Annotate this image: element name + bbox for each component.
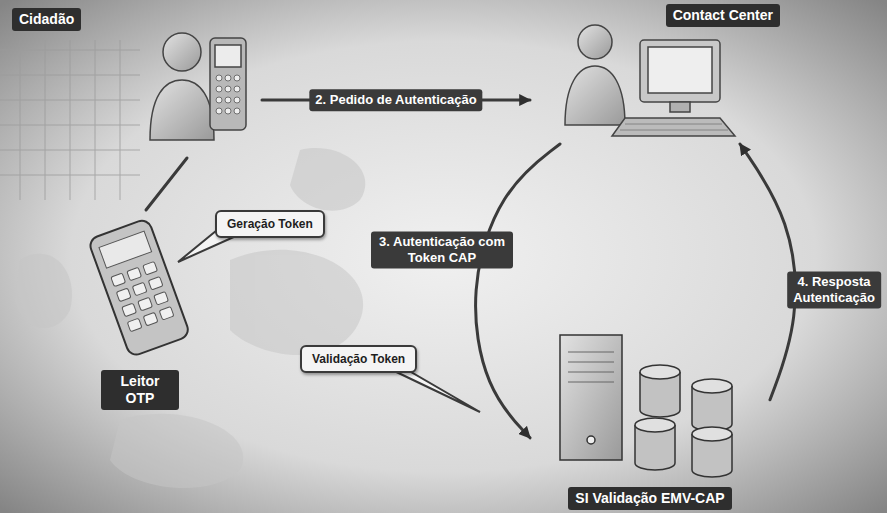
phone-icon xyxy=(234,108,240,114)
otp-reader-icon xyxy=(122,303,137,317)
agent-icon xyxy=(565,66,625,125)
phone-icon xyxy=(216,97,222,103)
phone-icon xyxy=(234,97,240,103)
connector-label: 2. Pedido de Autenticação xyxy=(309,89,482,111)
map-texture xyxy=(15,148,365,488)
computer-icon xyxy=(648,47,712,93)
connector-label: 4. Resposta Autenticação xyxy=(787,271,881,308)
server-icon xyxy=(560,335,622,460)
server-icon xyxy=(568,352,614,382)
phone-icon xyxy=(210,38,246,130)
phone-icon xyxy=(216,108,222,114)
phone-icon xyxy=(234,86,240,92)
citizen-node: Cidadão xyxy=(12,8,262,158)
validation-system-node: SI Validação EMV-CAP xyxy=(530,320,770,510)
node-label: Validação Token xyxy=(312,352,405,366)
callout-box: Validação Token xyxy=(300,345,417,373)
contact-center-node: Contact Center xyxy=(530,4,780,144)
citizen-icon xyxy=(150,33,214,140)
database-icon xyxy=(635,365,732,477)
otp-reader-icon xyxy=(143,312,158,326)
grid-lines xyxy=(120,40,121,200)
server-icon xyxy=(568,352,614,353)
otp-reader-icon xyxy=(99,231,152,268)
citizen-icon xyxy=(150,80,214,140)
phone-icon xyxy=(210,38,246,130)
otp-reader-icon xyxy=(116,288,131,302)
otp-reader-icon xyxy=(148,276,163,290)
otp-reader-icon xyxy=(111,261,174,331)
agent-icon xyxy=(565,25,625,125)
otp-reader-icon xyxy=(127,267,142,281)
node-label: Cidadão xyxy=(12,8,81,31)
database-icon xyxy=(635,418,675,432)
otp-reader-icon xyxy=(159,307,174,321)
otp-reader-icon xyxy=(143,261,158,275)
phone-icon xyxy=(216,86,222,92)
phone-icon xyxy=(225,97,231,103)
phone-icon xyxy=(234,75,240,81)
connector-label-holder: 2. Pedido de Autenticação xyxy=(309,89,482,111)
connector-label-holder: 4. Resposta Autenticação xyxy=(787,271,881,308)
map-texture xyxy=(110,414,243,488)
computer-icon xyxy=(612,118,735,136)
phone-icon xyxy=(225,75,231,81)
server-icon xyxy=(568,382,614,383)
node-label: Geração Token xyxy=(227,217,313,231)
computer-icon xyxy=(620,130,728,131)
otp-reader-icon xyxy=(127,318,142,332)
agent-icon xyxy=(578,25,612,59)
otp-reader-icon xyxy=(138,297,153,311)
callout-box: Geração Token xyxy=(215,210,325,238)
computer-icon xyxy=(670,102,690,112)
map-texture xyxy=(230,250,363,355)
grid-lines xyxy=(95,40,96,200)
phone-icon xyxy=(215,45,241,67)
grid-lines xyxy=(0,40,140,200)
computer-icon xyxy=(625,124,722,125)
otp-reader-icon xyxy=(88,218,191,357)
database-icon xyxy=(692,379,732,393)
database-icon xyxy=(640,365,680,379)
node-label: Leitor OTP xyxy=(101,370,179,410)
otp-reader-icon xyxy=(111,273,126,287)
otp-reader-node: Leitor OTP xyxy=(80,210,200,410)
phone-icon xyxy=(216,75,222,81)
server-icon xyxy=(568,372,614,373)
computer-icon xyxy=(640,40,720,102)
grid-lines xyxy=(45,40,46,200)
connector-label: 3. Autenticação com Token CAP xyxy=(371,231,513,268)
server-icon xyxy=(568,362,614,363)
callout-tail xyxy=(388,368,480,412)
node-label: Contact Center xyxy=(666,4,780,27)
database-icon xyxy=(692,427,732,441)
map-texture xyxy=(15,254,72,328)
computer-icon xyxy=(612,40,735,136)
citizen-icon xyxy=(163,33,201,71)
computer-icon xyxy=(620,124,728,130)
connector-label-holder: 3. Autenticação com Token CAP xyxy=(371,231,513,268)
map-texture xyxy=(290,148,365,211)
otp-reader-icon xyxy=(154,292,169,306)
otp-reader-icon xyxy=(88,218,191,357)
otp-reader-icon xyxy=(132,282,147,296)
server-icon xyxy=(560,335,622,460)
phone-icon xyxy=(216,75,240,114)
server-icon xyxy=(587,436,595,444)
node-label: SI Validação EMV-CAP xyxy=(568,487,731,510)
connector xyxy=(476,144,560,438)
phone-icon xyxy=(225,86,231,92)
phone-icon xyxy=(225,108,231,114)
grid-lines xyxy=(20,40,21,200)
connector xyxy=(146,158,187,210)
grid-lines xyxy=(70,40,71,200)
